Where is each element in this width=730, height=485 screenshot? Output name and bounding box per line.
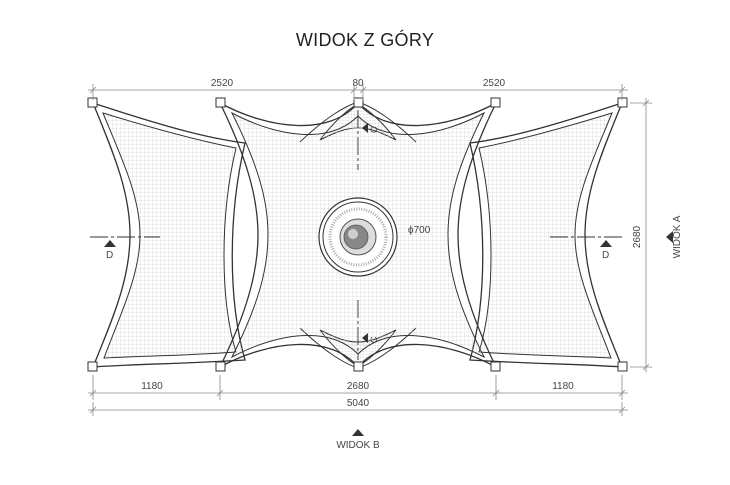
left-sail (87, 97, 246, 372)
total-dimension (88, 402, 628, 416)
section-arrow-icon (362, 333, 368, 343)
view-a-label: WIDOK A (672, 215, 683, 258)
dim-bottom-middle: 2680 (347, 381, 370, 392)
diameter-label: ϕ700 (408, 225, 431, 236)
section-marker-bottom: C (362, 333, 379, 343)
section-arrow-icon (104, 240, 116, 247)
section-arrow-icon (362, 123, 368, 133)
center-lines (90, 110, 625, 360)
view-b-label: WIDOK B (336, 440, 380, 451)
bottom-dimension (88, 375, 628, 400)
height-dimension (630, 98, 652, 372)
dim-height: 2680 (632, 225, 643, 248)
svg-text:D: D (106, 250, 113, 261)
svg-text:C: C (369, 336, 379, 343)
section-marker-top: C (362, 123, 379, 133)
right-sail (469, 97, 628, 372)
view-arrow-icon (666, 231, 673, 243)
dim-bottom-right: 1180 (552, 381, 574, 392)
dim-top-middle: 80 (352, 78, 364, 89)
dim-total: 5040 (347, 398, 370, 409)
svg-text:C: C (369, 126, 379, 133)
section-marker-right: D (600, 240, 612, 261)
dim-top-left: 2520 (211, 78, 234, 89)
section-arrow-icon (600, 240, 612, 247)
center-ring (318, 197, 398, 277)
svg-text:D: D (602, 250, 609, 261)
section-marker-left: D (104, 240, 116, 261)
dim-bottom-left: 1180 (141, 381, 163, 392)
dim-top-right: 2520 (483, 78, 506, 89)
top-dimension (88, 84, 628, 100)
view-a-marker: WIDOK A (666, 215, 683, 258)
view-arrow-icon (352, 429, 364, 436)
drawing-title: WIDOK Z GÓRY (295, 30, 435, 50)
view-b-marker: WIDOK B (336, 429, 380, 451)
